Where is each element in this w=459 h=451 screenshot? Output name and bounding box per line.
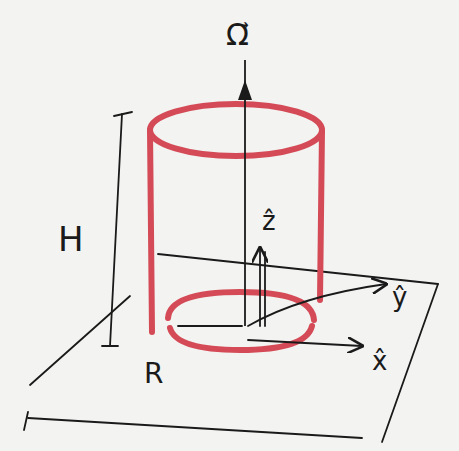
dimension-label: R (144, 360, 163, 388)
omega-label: Ω⃗ (226, 20, 249, 50)
cylinder (150, 104, 322, 350)
dimension-label: H (58, 222, 84, 256)
axis-label: x̂ (372, 348, 387, 374)
ground-plane (24, 254, 438, 442)
axis-label: ŷ (392, 284, 407, 310)
height-dimension (102, 112, 132, 346)
rotation-axis (238, 60, 252, 326)
axis-label: ẑ (262, 208, 276, 234)
unit-vectors (178, 248, 386, 346)
